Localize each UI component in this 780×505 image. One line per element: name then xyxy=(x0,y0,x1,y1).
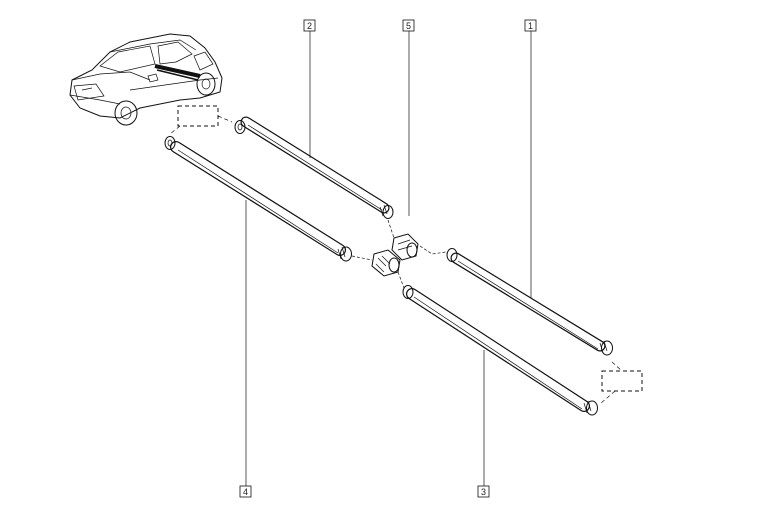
svg-text:2: 2 xyxy=(307,21,312,31)
callout-label-3[interactable]: 3 xyxy=(477,485,490,498)
rod-part-3 xyxy=(402,285,598,416)
rod-part-1 xyxy=(446,248,613,356)
connector-part-5-upper xyxy=(391,233,419,261)
callout-leaders xyxy=(245,31,532,486)
callout-label-4[interactable]: 4 xyxy=(239,485,252,498)
callout-label-5[interactable]: 5 xyxy=(402,19,415,32)
dashed-link-lines xyxy=(351,219,447,289)
svg-text:1: 1 xyxy=(528,21,533,31)
dashed-reference-box-right xyxy=(599,361,643,405)
svg-text:4: 4 xyxy=(243,487,248,497)
car-illustration xyxy=(69,33,223,126)
callout-label-1[interactable]: 1 xyxy=(524,19,537,32)
rod-part-4 xyxy=(164,136,352,262)
svg-text:5: 5 xyxy=(406,21,411,31)
rod-part-2 xyxy=(234,116,394,219)
svg-text:3: 3 xyxy=(481,487,486,497)
callout-label-2[interactable]: 2 xyxy=(303,19,316,32)
dashed-reference-box-left xyxy=(169,105,233,135)
